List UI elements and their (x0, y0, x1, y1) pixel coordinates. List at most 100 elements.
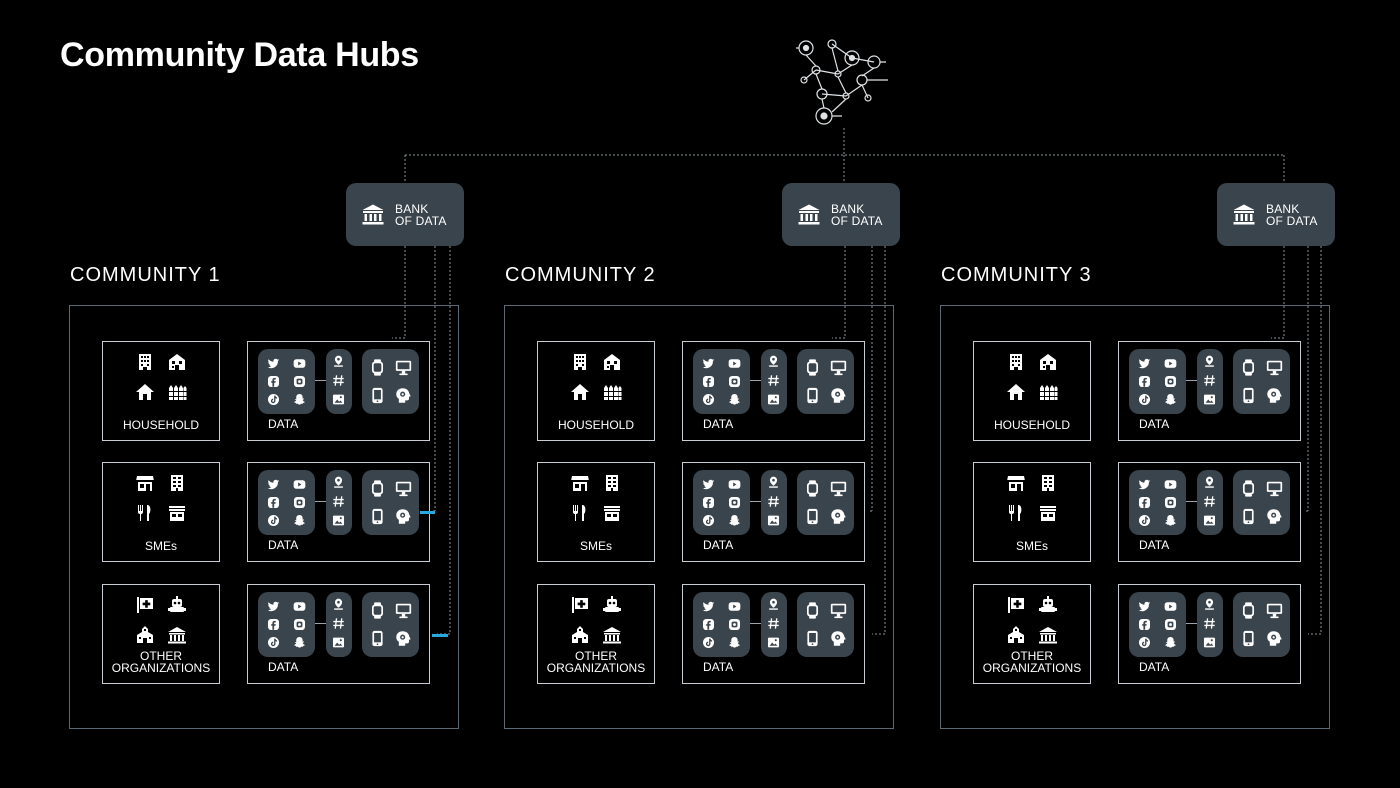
image-icon (767, 636, 780, 649)
data-box[interactable]: DATA (1118, 341, 1301, 441)
house-icon (570, 382, 590, 402)
category-label: OTHER ORGANIZATIONS (982, 649, 1082, 675)
devices-panel (362, 470, 419, 535)
tags-panel (761, 349, 787, 414)
category-box[interactable]: OTHER ORGANIZATIONS (973, 584, 1091, 684)
instagram-icon (293, 496, 306, 509)
category-label: HOUSEHOLD (993, 418, 1070, 432)
category-box[interactable]: HOUSEHOLD (102, 341, 220, 441)
smartphone-icon (804, 387, 821, 404)
data-box[interactable]: DATA (682, 341, 865, 441)
location-pin-icon (767, 598, 780, 611)
tiktok-icon (1138, 636, 1151, 649)
location-pin-icon (767, 355, 780, 368)
panel-connector (750, 380, 761, 381)
twitter-icon (1138, 600, 1151, 613)
data-box[interactable]: DATA (247, 341, 430, 441)
snapchat-icon (293, 636, 306, 649)
shop-icon (167, 503, 187, 523)
monitor-icon (395, 602, 412, 619)
monitor-icon (1266, 359, 1283, 376)
panel-connector (750, 623, 761, 624)
hashtag-icon (332, 374, 345, 387)
data-box[interactable]: DATA (682, 584, 865, 684)
smartphone-icon (369, 508, 386, 525)
devices-panel (362, 349, 419, 414)
house-icon (1006, 382, 1026, 402)
hashtag-icon (332, 495, 345, 508)
category-box[interactable]: SMEs (102, 462, 220, 562)
instagram-icon (728, 375, 741, 388)
bank-of-data[interactable]: BANK OF DATA (346, 183, 464, 246)
house-icon (135, 382, 155, 402)
image-icon (767, 393, 780, 406)
panel-connector (1186, 623, 1197, 624)
data-box[interactable]: DATA (1118, 462, 1301, 562)
social-media-panel (258, 470, 315, 535)
category-box[interactable]: SMEs (537, 462, 655, 562)
twitter-icon (1138, 478, 1151, 491)
data-box[interactable]: DATA (682, 462, 865, 562)
fence-icon (167, 382, 187, 402)
location-pin-icon (1203, 355, 1216, 368)
smartphone-icon (1240, 630, 1257, 647)
category-box[interactable]: SMEs (973, 462, 1091, 562)
facebook-icon (1138, 618, 1151, 631)
category-label: OTHER ORGANIZATIONS (546, 649, 646, 675)
devices-panel (1233, 592, 1290, 657)
bank-icon (1232, 203, 1256, 227)
community-title: COMMUNITY 3 (941, 264, 1092, 286)
twitter-icon (702, 357, 715, 370)
bank-of-data[interactable]: BANK OF DATA (1217, 183, 1335, 246)
data-label: DATA (703, 538, 734, 552)
category-box[interactable]: HOUSEHOLD (537, 341, 655, 441)
youtube-icon (293, 478, 306, 491)
image-icon (332, 514, 345, 527)
panel-connector (315, 623, 326, 624)
tiktok-icon (267, 393, 280, 406)
data-box[interactable]: DATA (247, 462, 430, 562)
tiktok-icon (1138, 393, 1151, 406)
brain-icon (830, 387, 847, 404)
snapchat-icon (293, 514, 306, 527)
tiktok-icon (1138, 514, 1151, 527)
robot-icon (602, 595, 622, 615)
instagram-icon (293, 375, 306, 388)
apartment-building-icon (135, 352, 155, 372)
government-building-icon (1038, 625, 1058, 645)
smartwatch-icon (1240, 602, 1257, 619)
category-box[interactable]: OTHER ORGANIZATIONS (102, 584, 220, 684)
bank-label: BANK OF DATA (1266, 201, 1318, 228)
monitor-icon (830, 359, 847, 376)
category-box[interactable]: HOUSEHOLD (973, 341, 1091, 441)
tags-panel (326, 470, 352, 535)
data-box[interactable]: DATA (1118, 584, 1301, 684)
social-media-panel (1129, 349, 1186, 414)
house-store-icon (1038, 352, 1058, 372)
instagram-icon (1164, 496, 1177, 509)
tiktok-icon (702, 636, 715, 649)
community-box (69, 305, 459, 729)
bank-icon (797, 203, 821, 227)
category-icons (564, 473, 628, 523)
twitter-icon (267, 600, 280, 613)
monitor-icon (830, 602, 847, 619)
data-box[interactable]: DATA (247, 584, 430, 684)
location-pin-icon (332, 598, 345, 611)
accent-link (432, 634, 448, 637)
category-icons (1000, 473, 1064, 523)
fork-knife-icon (135, 503, 155, 523)
apartment-building-icon (1006, 352, 1026, 372)
location-pin-icon (1203, 476, 1216, 489)
smartwatch-icon (1240, 480, 1257, 497)
twitter-icon (702, 478, 715, 491)
community-box (940, 305, 1330, 729)
storefront-icon (135, 473, 155, 493)
category-box[interactable]: OTHER ORGANIZATIONS (537, 584, 655, 684)
bank-of-data[interactable]: BANK OF DATA (782, 183, 900, 246)
smartwatch-icon (804, 602, 821, 619)
brain-icon (395, 508, 412, 525)
tags-panel (1197, 592, 1223, 657)
page-title: Community Data Hubs (60, 36, 419, 74)
category-icons (1000, 352, 1064, 402)
